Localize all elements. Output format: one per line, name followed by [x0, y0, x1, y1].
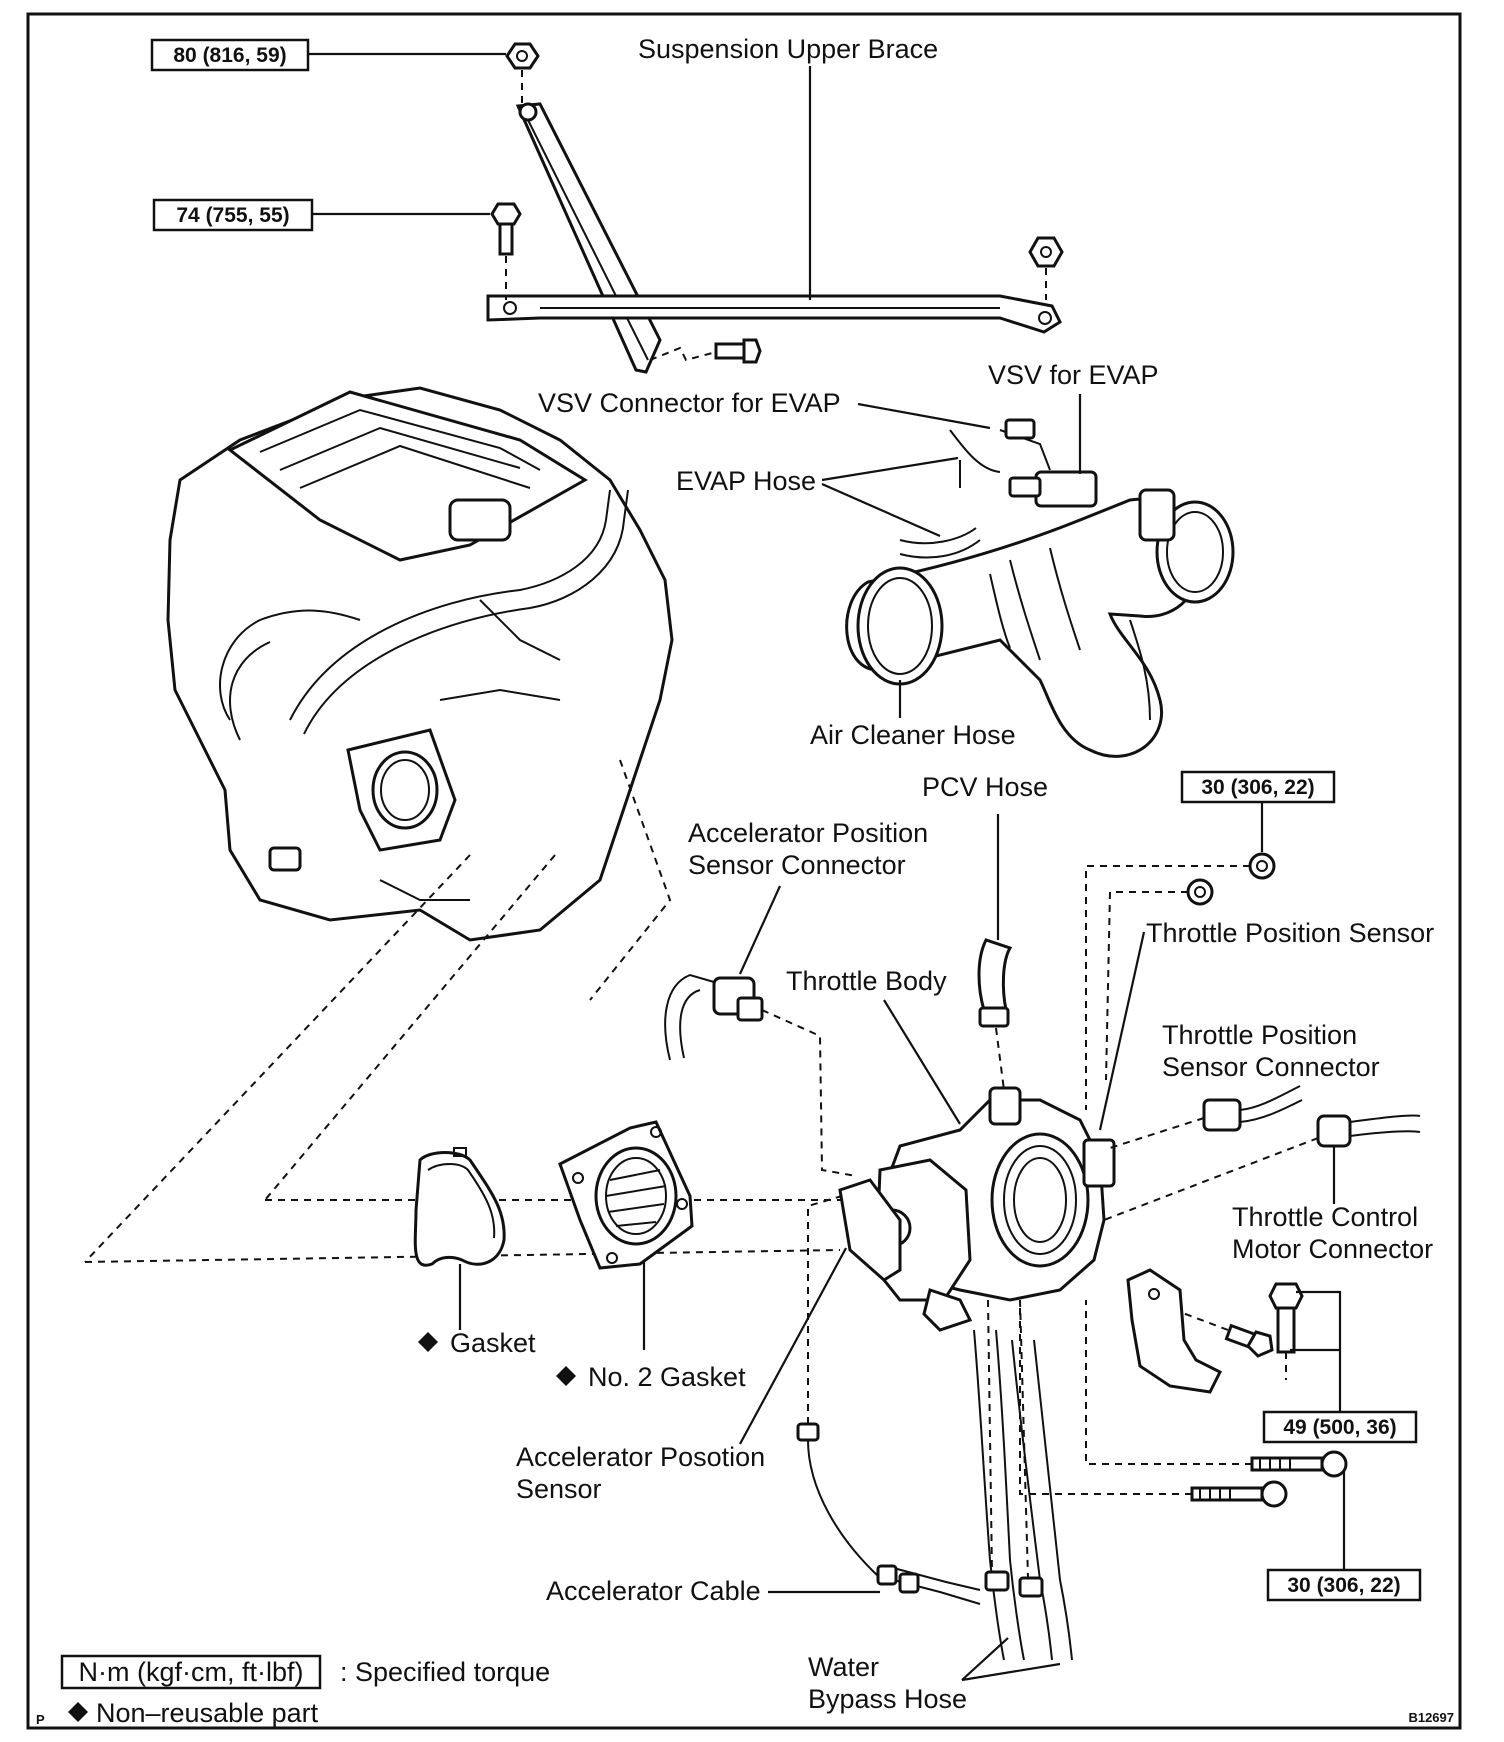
label-vsv-connector-evap: VSV Connector for EVAP	[538, 388, 841, 418]
label-evap-hose: EVAP Hose	[676, 466, 816, 496]
label-throttle-body: Throttle Body	[786, 966, 947, 996]
gasket	[413, 1147, 506, 1267]
label-tps-connector-line1: Throttle Position	[1162, 1020, 1357, 1050]
legend-non-reusable: Non–reusable part	[96, 1698, 319, 1728]
label-throttle-position-sensor: Throttle Position Sensor	[1146, 918, 1434, 948]
torque-74: 74 (755, 55)	[176, 204, 289, 227]
tps-connector	[1109, 1085, 1303, 1149]
diagram-frame	[26, 12, 1462, 1730]
torque-80: 80 (816, 59)	[173, 44, 286, 67]
bolt-74	[490, 202, 522, 300]
small-bolt	[649, 338, 762, 364]
nut-brace-right	[1028, 236, 1064, 300]
label-accelerator-cable: Accelerator Cable	[546, 1576, 761, 1606]
label-aps-line2: Sensor	[516, 1474, 602, 1504]
nut-80	[505, 42, 540, 104]
nut-30-b	[1186, 878, 1214, 906]
engine-assembly	[166, 386, 674, 942]
diamond-icon	[68, 1702, 88, 1722]
bolt-49-vertical	[1268, 1282, 1304, 1380]
torque-30-bottom: 30 (306, 22)	[1287, 1574, 1400, 1597]
label-tps-connector-line2: Sensor Connector	[1162, 1052, 1380, 1082]
air-cleaner-hose	[845, 488, 1235, 758]
throttle-body	[838, 1086, 1223, 1394]
corner-mark: P	[36, 1712, 45, 1727]
label-aps-connector-line1: Accelerator Position	[688, 818, 928, 848]
label-aps-connector-line2: Sensor Connector	[688, 850, 906, 880]
torque-49: 49 (500, 36)	[1283, 1416, 1396, 1439]
diamond-icon	[556, 1366, 576, 1386]
aps-connector	[664, 973, 857, 1177]
long-bolt-b	[1019, 1300, 1288, 1508]
throttle-control-motor-connector	[1103, 1114, 1421, 1221]
legend-unit-desc: : Specified torque	[340, 1657, 550, 1687]
nut-30-a	[1248, 852, 1276, 880]
figure-id: B12697	[1408, 1710, 1454, 1725]
water-bypass-hose	[973, 1299, 1073, 1661]
label-gasket: Gasket	[450, 1328, 536, 1358]
label-vsv-evap: VSV for EVAP	[988, 360, 1159, 390]
label-suspension-upper-brace: Suspension Upper Brace	[638, 34, 938, 64]
torque-30-top: 30 (306, 22)	[1201, 776, 1314, 799]
vsv-evap	[999, 418, 1098, 508]
label-water-bypass-line1: Water	[808, 1652, 879, 1682]
label-no2-gasket: No. 2 Gasket	[588, 1362, 746, 1392]
label-pcv-hose: PCV Hose	[922, 772, 1048, 802]
long-bolt-a	[1085, 1300, 1348, 1478]
accelerator-cable	[796, 1422, 981, 1605]
suspension-upper-brace	[486, 102, 1062, 374]
legend-unit-box: N·m (kgf·cm, ft·lbf)	[79, 1657, 304, 1687]
label-air-cleaner-hose: Air Cleaner Hose	[810, 720, 1016, 750]
label-tcm-connector-line1: Throttle Control	[1232, 1202, 1418, 1232]
label-water-bypass-line2: Bypass Hose	[808, 1684, 967, 1714]
evap-hose	[899, 429, 1001, 559]
bolt-49-horizontal	[1179, 1311, 1274, 1358]
pcv-hose	[977, 938, 1013, 1091]
diamond-icon	[418, 1332, 438, 1352]
label-tcm-connector-line2: Motor Connector	[1232, 1234, 1433, 1264]
label-aps-line1: Accelerator Posotion	[516, 1442, 765, 1472]
no2-gasket	[558, 1120, 694, 1270]
